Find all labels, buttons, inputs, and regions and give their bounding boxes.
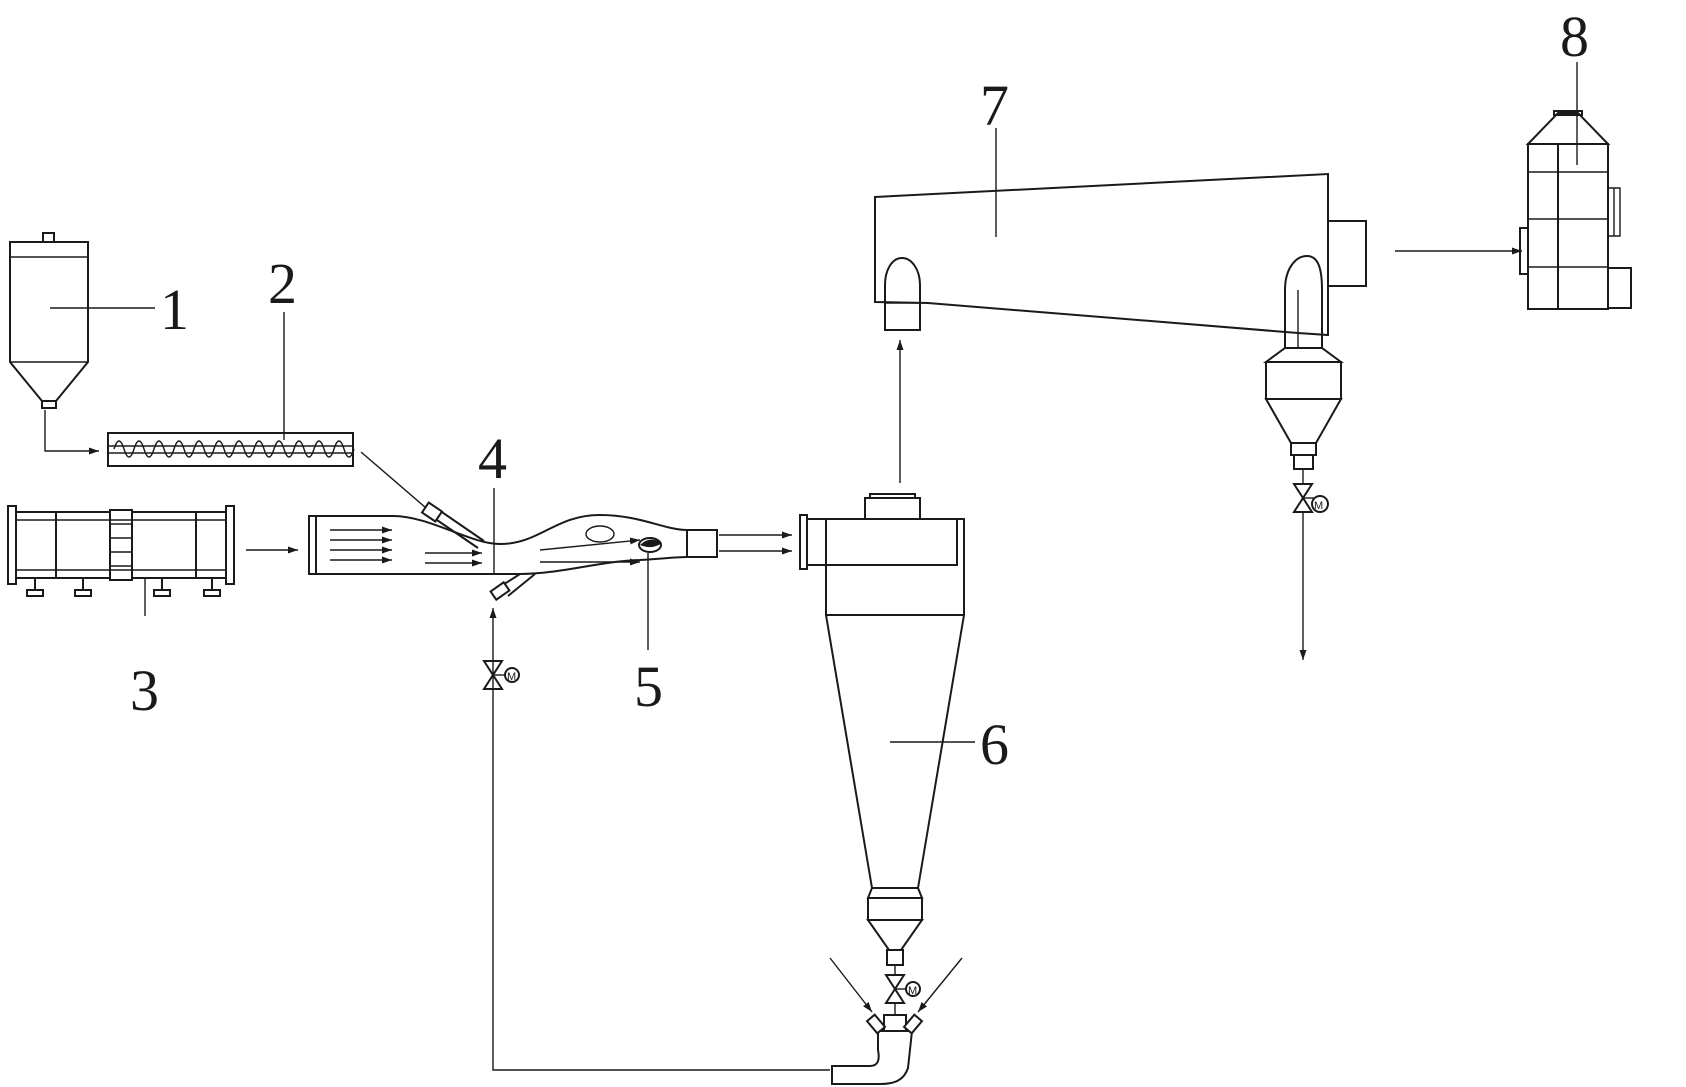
callout-6: 6	[890, 712, 1009, 777]
flow-arrow-screw-to-mixer	[360, 451, 434, 515]
label-6: 6	[980, 712, 1009, 777]
label-4: 4	[478, 426, 507, 491]
label-1: 1	[160, 277, 189, 342]
label-8: 8	[1560, 4, 1589, 69]
valve-motor-label-7: M	[1314, 500, 1323, 512]
callout-3: 3	[130, 658, 159, 723]
label-2: 2	[268, 251, 297, 316]
mixing-venturi-duct	[308, 501, 718, 602]
recycle-return-line	[489, 608, 830, 1071]
callout-2: 2	[268, 251, 297, 440]
silo-hopper	[9, 232, 89, 409]
cyclone-separator: M	[799, 493, 966, 1085]
callout-4: 4	[478, 426, 507, 575]
valve-motor-label-6: M	[908, 985, 917, 997]
label-3: 3	[130, 658, 159, 723]
motorized-valve-recycle: M	[482, 660, 520, 690]
callout-7: 7	[980, 73, 1009, 237]
blower-unit	[7, 505, 235, 616]
callout-5: 5	[634, 553, 663, 719]
callout-1: 1	[50, 277, 189, 342]
rotary-drum: M	[874, 172, 1367, 660]
screw-conveyor	[107, 432, 355, 467]
scrubber-tower	[1519, 110, 1632, 310]
callout-8: 8	[1560, 4, 1589, 165]
valve-motor-label: M	[507, 671, 516, 683]
label-7: 7	[980, 73, 1009, 138]
flow-arrow-silo-to-screw	[44, 410, 99, 455]
label-5: 5	[634, 654, 663, 719]
